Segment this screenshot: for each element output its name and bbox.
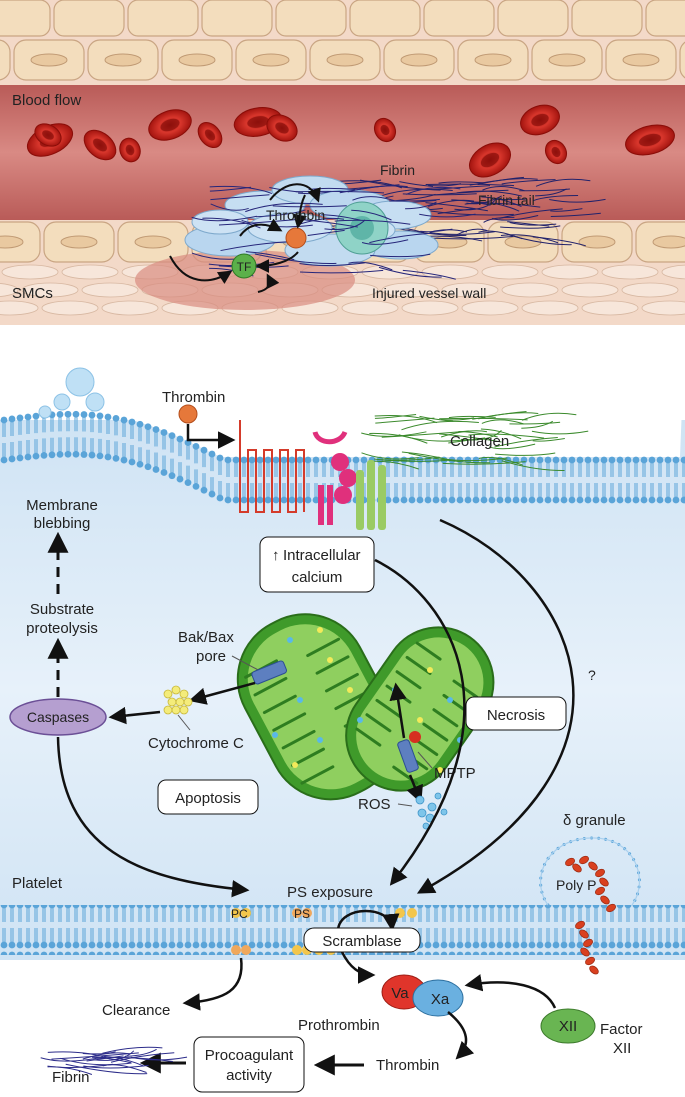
question-label: ? bbox=[588, 667, 596, 683]
va-label: Va bbox=[391, 985, 409, 1002]
smcs-label: SMCs bbox=[12, 285, 53, 302]
procoag-label-2: activity bbox=[226, 1067, 272, 1084]
mptp-cap bbox=[409, 731, 421, 743]
caspases-label: Caspases bbox=[27, 709, 89, 725]
ps-label: PS bbox=[294, 907, 310, 921]
scramblase-label: Scramblase bbox=[322, 933, 401, 950]
cytochrome-label: Cytochrome C bbox=[148, 735, 244, 752]
fibrin-label-bottom: Fibrin bbox=[52, 1069, 90, 1086]
xii-ellipse bbox=[540, 1008, 596, 1044]
procoag-label-1: Procoagulant bbox=[205, 1047, 294, 1064]
platelet-label: Platelet bbox=[12, 875, 63, 892]
membrane-blebbing-1: Membrane bbox=[26, 497, 98, 514]
injured-wall-label: Injured vessel wall bbox=[372, 285, 486, 301]
thrombin-label-top: Thrombin bbox=[266, 207, 325, 223]
caspases-ellipse bbox=[9, 698, 107, 736]
cytochrome-c-cluster bbox=[163, 685, 193, 715]
calcium-up-arrow: ↑ bbox=[272, 547, 280, 564]
thrombin-ball bbox=[178, 404, 198, 424]
collagen-fibers bbox=[361, 411, 589, 472]
thrombin-bind-arrow bbox=[186, 424, 236, 449]
scramblase-loop bbox=[336, 909, 400, 932]
clearance-arrow bbox=[182, 957, 243, 1011]
pathway-arrows bbox=[56, 518, 575, 898]
factor-label-1: Factor bbox=[600, 1021, 643, 1038]
bak-bax-leader bbox=[231, 655, 263, 673]
bottom-panel: ↑ Intracellular calcium Membrane blebbin… bbox=[0, 330, 685, 1093]
mptp-label: MPTP bbox=[434, 765, 476, 782]
calcium-label-1: Intracellular bbox=[283, 547, 361, 564]
bak-bax-label-2: pore bbox=[196, 648, 226, 665]
ps-exposure-label: PS exposure bbox=[287, 884, 373, 901]
fibrin-tail-label: Fibrin tail bbox=[478, 192, 535, 208]
ros-leader bbox=[397, 803, 413, 807]
calcium-label-2: calcium bbox=[292, 569, 343, 586]
apoptosis-label: Apoptosis bbox=[175, 790, 241, 807]
necrosis-label: Necrosis bbox=[487, 707, 545, 724]
ros-bubbles bbox=[415, 792, 448, 830]
procoag-box bbox=[193, 1036, 305, 1093]
xa-to-thrombin-arrow bbox=[447, 1011, 475, 1060]
cytochrome-leader bbox=[177, 714, 191, 731]
mptp-pore bbox=[397, 739, 419, 773]
membrane-blebs bbox=[38, 367, 105, 419]
thrombin-loop-arrows bbox=[169, 183, 321, 293]
injury-site bbox=[135, 250, 355, 310]
ros-label: ROS bbox=[358, 796, 391, 813]
xa-label: Xa bbox=[431, 991, 450, 1008]
apoptosis-box bbox=[157, 779, 259, 815]
top-panel: TF Blood flow Fibrin Fibrin tail Thrombi… bbox=[0, 0, 685, 325]
thrombin-out-label: Thrombin bbox=[376, 1057, 439, 1074]
red-blood-cells bbox=[26, 104, 675, 178]
xii-to-xa-arrow bbox=[464, 974, 557, 1009]
fibrin-strands-bottom bbox=[40, 1046, 188, 1075]
xa-ellipse bbox=[412, 979, 464, 1017]
par-receptor bbox=[239, 420, 305, 513]
substrate-1: Substrate bbox=[30, 601, 94, 618]
clearance-label: Clearance bbox=[102, 1002, 170, 1019]
membrane-blebbing-2: blebbing bbox=[34, 515, 91, 532]
poly-p-chains bbox=[565, 855, 616, 975]
xii-label: XII bbox=[559, 1018, 577, 1035]
thrombin-dot bbox=[285, 227, 307, 249]
cytochrome-to-caspases-arrow bbox=[108, 706, 161, 725]
bak-bax-label-1: Bak/Bax bbox=[178, 629, 234, 646]
tf-label: TF bbox=[237, 260, 252, 274]
fibrin-clot-strands bbox=[191, 184, 476, 280]
blood-flow-label: Blood flow bbox=[12, 92, 81, 109]
platelet-membrane-top bbox=[0, 330, 685, 504]
endothelium-top bbox=[0, 0, 685, 81]
pc-label: PC bbox=[231, 907, 248, 921]
calcium-box bbox=[259, 536, 375, 593]
bak-bax-pore bbox=[251, 660, 287, 685]
scramblase-down-arrow bbox=[340, 951, 376, 984]
collagen-receptor bbox=[312, 430, 386, 530]
mptp-leader bbox=[417, 751, 433, 769]
mptp-up-arrow bbox=[389, 682, 407, 739]
necrosis-box bbox=[465, 696, 567, 731]
factor-label-2: XII bbox=[613, 1040, 631, 1057]
cytochrome-release-arrow bbox=[188, 681, 256, 705]
thrombin-label-bottom: Thrombin bbox=[162, 389, 225, 406]
collagen-label: Collagen bbox=[450, 433, 509, 450]
mptp-down-arrow bbox=[406, 774, 423, 804]
mitochondria bbox=[236, 613, 495, 801]
prothrombin-label: Prothrombin bbox=[298, 1017, 380, 1034]
substrate-2: proteolysis bbox=[26, 620, 98, 637]
delta-granule-label: δ granule bbox=[563, 812, 626, 829]
scramblase-box bbox=[303, 927, 421, 953]
poly-p-label: Poly P bbox=[556, 877, 596, 893]
fibrin-label: Fibrin bbox=[380, 162, 415, 178]
